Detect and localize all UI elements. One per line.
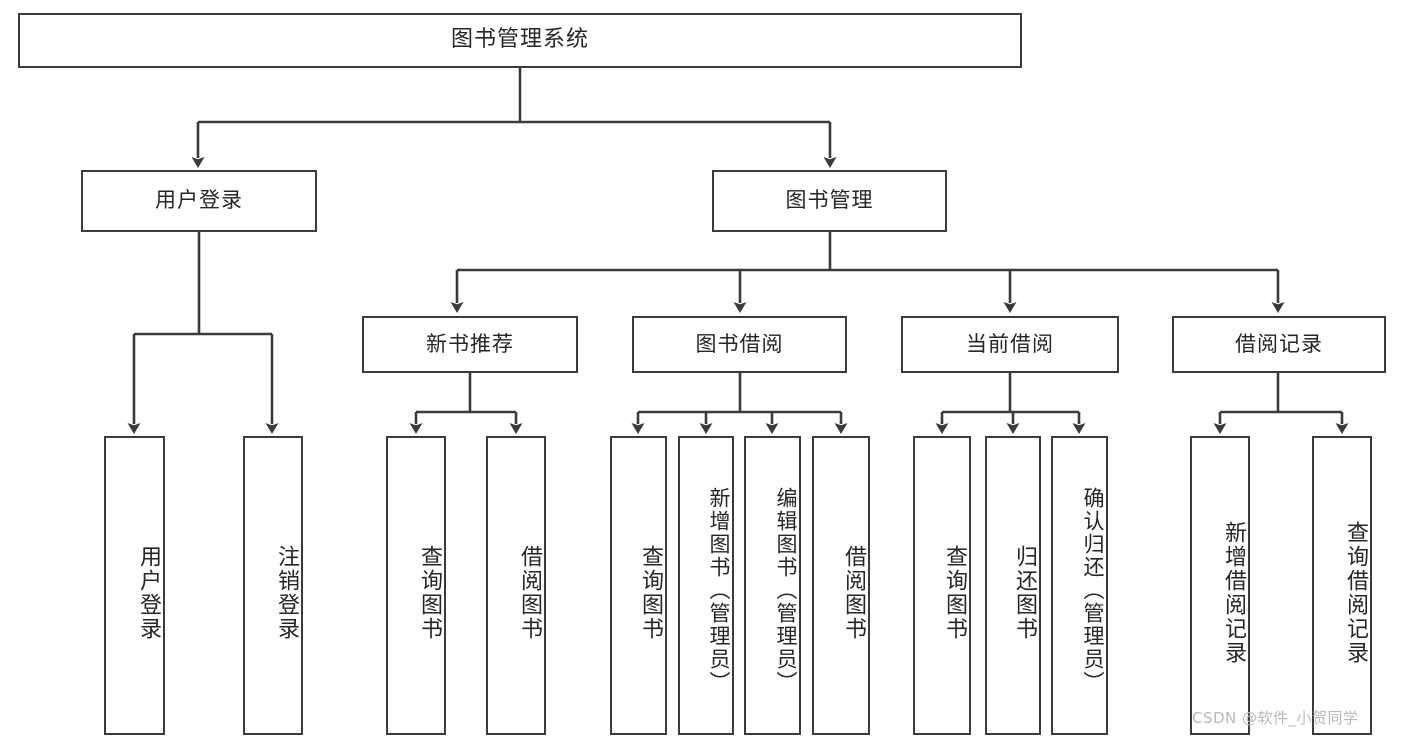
node-root[interactable]: 图书管理系统 [18,13,1022,68]
leaf-add-borrow-record[interactable]: 新增借阅记录 [1190,436,1250,735]
leaf-query-book-current[interactable]: 查询图书 [913,436,971,735]
leaf-query-book-borrow[interactable]: 查询图书 [610,436,667,735]
leaf-edit-book-admin[interactable]: 编辑图书（管理员） [744,436,801,735]
node-new-book-rec[interactable]: 新书推荐 [362,316,578,373]
node-book-borrow[interactable]: 图书借阅 [632,316,847,373]
leaf-add-book-admin[interactable]: 新增图书（管理员） [678,436,734,735]
node-book-manage[interactable]: 图书管理 [712,170,947,232]
node-current-borrow[interactable]: 当前借阅 [901,316,1119,373]
csdn-watermark: CSDN @软件_小贺同学 [1192,709,1359,727]
leaf-confirm-return-admin[interactable]: 确认归还（管理员） [1051,436,1108,735]
leaf-borrow-book-new-rec[interactable]: 借阅图书 [486,436,546,735]
leaf-user-login[interactable]: 用户登录 [104,436,165,735]
node-user-login[interactable]: 用户登录 [81,170,317,232]
leaf-user-logout[interactable]: 注销登录 [243,436,303,735]
wire-group [127,68,1349,434]
leaf-return-book[interactable]: 归还图书 [985,436,1041,735]
leaf-borrow-book[interactable]: 借阅图书 [812,436,870,735]
node-borrow-record[interactable]: 借阅记录 [1172,316,1386,373]
leaf-query-borrow-record[interactable]: 查询借阅记录 [1312,436,1372,735]
leaf-query-book-new-rec[interactable]: 查询图书 [386,436,446,735]
